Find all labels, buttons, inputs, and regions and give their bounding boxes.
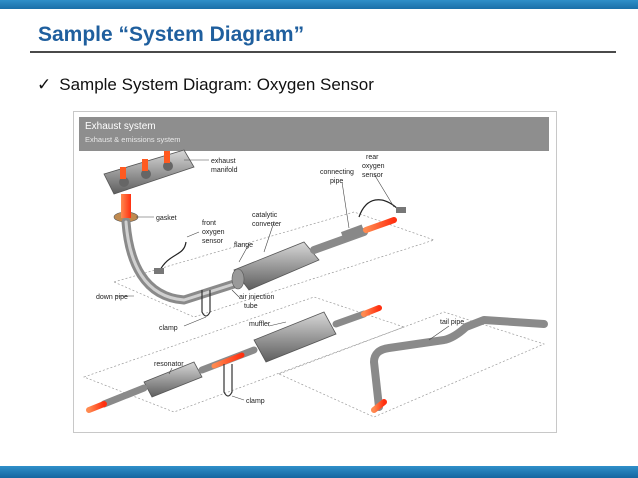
label-air-injection-tube: air injection tube bbox=[239, 294, 276, 310]
muffler bbox=[253, 305, 382, 363]
exhaust-diagram: exhaust manifold gasket front oxygen sen… bbox=[82, 149, 548, 418]
label-connecting-pipe: connecting pipe bbox=[320, 169, 356, 185]
label-down-pipe: down pipe bbox=[96, 294, 128, 301]
rear-oxygen-sensor bbox=[358, 199, 406, 218]
bottom-accent-bar bbox=[0, 466, 638, 478]
ground-plane-lower bbox=[82, 296, 545, 418]
bullet-item: ✓ Sample System Diagram: Oxygen Sensor bbox=[37, 75, 374, 95]
figure-subtitle: Exhaust & emissions system bbox=[85, 135, 181, 144]
leader-lines bbox=[116, 159, 450, 401]
slide-title: Sample “System Diagram” bbox=[38, 23, 305, 46]
exhaust-manifold bbox=[103, 149, 195, 195]
label-catalytic-converter: catalytic converter bbox=[252, 212, 282, 228]
front-oxygen-sensor bbox=[154, 241, 187, 274]
clamp-upper bbox=[201, 290, 211, 317]
tail-pipe bbox=[370, 316, 548, 413]
connecting-pipe bbox=[310, 217, 397, 254]
down-pipe bbox=[121, 194, 239, 305]
resonator bbox=[86, 346, 258, 413]
label-flange: flange bbox=[234, 242, 253, 249]
top-accent-bar bbox=[0, 0, 638, 9]
label-front-oxygen-sensor: front oxygen sensor bbox=[202, 220, 227, 245]
label-rear-oxygen-sensor: rear oxygen sensor bbox=[362, 154, 387, 179]
checkmark-icon: ✓ bbox=[37, 75, 52, 94]
label-muffler: muffler bbox=[249, 321, 271, 328]
label-clamp-lower: clamp bbox=[246, 398, 265, 405]
label-clamp-upper: clamp bbox=[159, 325, 178, 332]
bullet-text: Sample System Diagram: Oxygen Sensor bbox=[59, 75, 374, 94]
figure-header: Exhaust system Exhaust & emissions syste… bbox=[79, 117, 549, 151]
label-exhaust-manifold: exhaust manifold bbox=[211, 158, 238, 174]
label-tail-pipe: tail pipe bbox=[440, 319, 464, 326]
clamp-lower bbox=[223, 364, 233, 397]
exhaust-system-figure: Exhaust system Exhaust & emissions syste… bbox=[73, 111, 557, 433]
label-gasket: gasket bbox=[156, 215, 177, 222]
title-divider bbox=[30, 51, 616, 53]
label-resonator: resonator bbox=[154, 361, 184, 368]
figure-title: Exhaust system bbox=[85, 121, 156, 132]
catalytic-converter bbox=[231, 241, 320, 291]
